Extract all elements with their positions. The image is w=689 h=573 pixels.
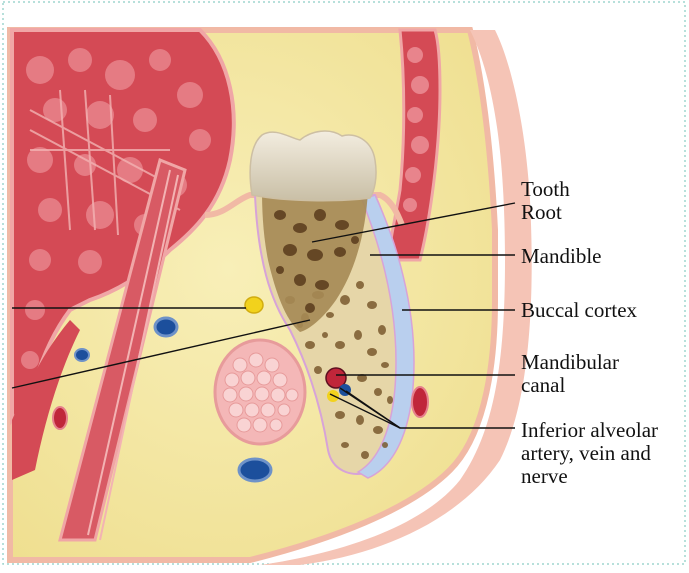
facial-artery: [412, 387, 428, 417]
label-buccal-cortex: Buccal cortex: [521, 299, 637, 321]
label-inferior-alveolar: Inferior alveolar: [521, 419, 658, 441]
label-root: Root: [521, 201, 562, 223]
label-mandible: Mandible: [521, 245, 601, 267]
tooth-crown: [250, 131, 376, 201]
vessel-vein: [75, 349, 89, 361]
label-nerve: nerve: [521, 465, 568, 487]
lingual-nerve: [245, 297, 263, 313]
label-canal: canal: [521, 374, 565, 396]
label-mandibular: Mandibular: [521, 351, 619, 373]
label-artery-vein-and: artery, vein and: [521, 442, 651, 464]
vessel-vein: [155, 318, 177, 336]
vessel-vein: [239, 459, 271, 481]
vessel-artery: [53, 407, 67, 429]
sublingual-gland: [215, 340, 305, 444]
label-tooth: Tooth: [521, 178, 570, 200]
